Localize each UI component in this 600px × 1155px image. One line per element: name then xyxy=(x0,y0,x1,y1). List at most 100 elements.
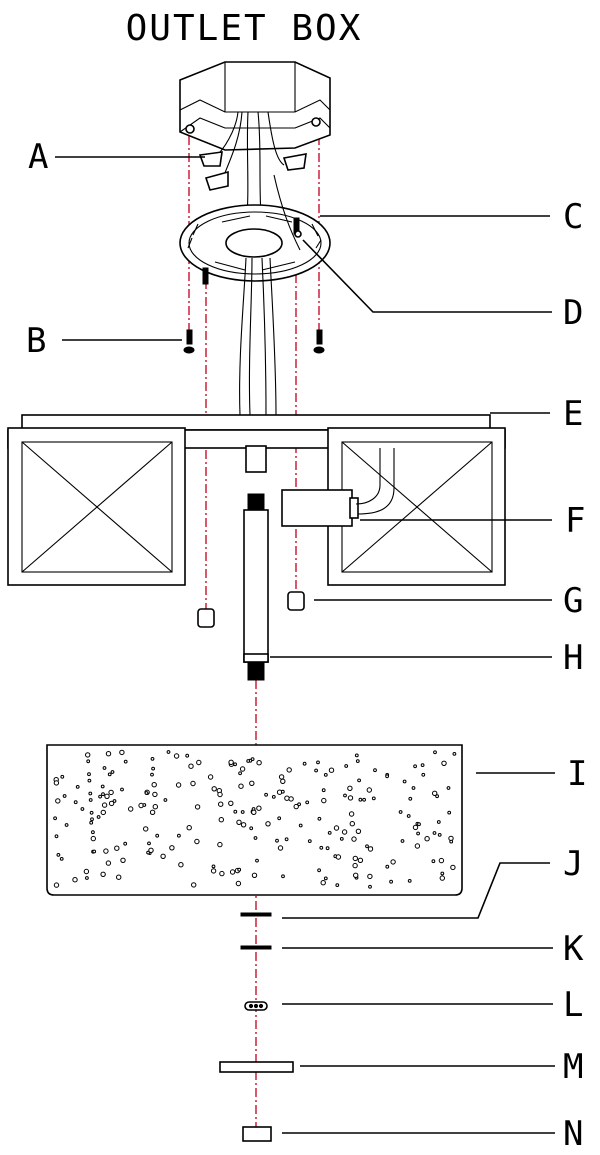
shade-speckle xyxy=(169,845,175,851)
shade-speckle xyxy=(406,814,411,818)
shade-speckle xyxy=(323,876,328,881)
shade-speckle xyxy=(237,867,242,872)
shade-speckle xyxy=(217,841,223,848)
diagram-title: OUTLET BOX xyxy=(126,8,363,49)
shade-speckle xyxy=(389,879,394,884)
shade-speckle xyxy=(431,859,436,864)
shade-speckle xyxy=(146,850,151,855)
shade-speckle xyxy=(101,802,108,808)
shade-speckle xyxy=(284,837,289,842)
shade-speckle xyxy=(277,816,282,821)
shade-speckle xyxy=(91,830,95,835)
shade-speckle xyxy=(59,857,64,861)
shade-speckle xyxy=(120,787,124,792)
shade-speckle xyxy=(60,774,65,779)
threaded-rod xyxy=(243,493,269,681)
label-c: C xyxy=(563,197,583,237)
shade-speckle xyxy=(293,803,299,810)
label-k: K xyxy=(563,929,584,969)
shade-speckle xyxy=(398,810,403,814)
shade-speckle xyxy=(89,810,94,815)
shade-speckle xyxy=(191,882,197,888)
shade-speckle xyxy=(414,843,421,849)
shade-speckle xyxy=(347,785,353,791)
shade-texture xyxy=(53,749,457,889)
shade-speckle xyxy=(452,752,457,756)
shade-speckle xyxy=(251,809,257,815)
shade-speckle xyxy=(416,831,421,836)
shade-speckle xyxy=(240,810,245,814)
shade-speckle xyxy=(357,857,364,863)
washer-k xyxy=(240,945,272,950)
shade-speckle xyxy=(320,880,326,886)
shade-speckle xyxy=(317,816,322,821)
part-labels: A B C D E F G H I J K L M N xyxy=(26,137,587,1154)
finial-plate-m xyxy=(219,1061,294,1073)
shade-speckle xyxy=(413,764,418,769)
shade-speckle xyxy=(235,880,242,887)
green-ground-screw xyxy=(294,230,302,238)
shade-speckle xyxy=(275,838,279,843)
shade-speckle xyxy=(104,793,110,799)
shade-speckle xyxy=(92,849,97,854)
mounting-screw-right xyxy=(316,329,323,345)
shade-speckle xyxy=(120,857,126,863)
shade-speckle xyxy=(314,768,319,773)
shade-speckle xyxy=(271,795,276,799)
label-i: I xyxy=(567,754,587,794)
shade-speckle xyxy=(351,836,357,842)
shade-speckle xyxy=(64,823,69,827)
shade-speckle xyxy=(62,794,67,798)
shade-speckle xyxy=(365,844,369,849)
shade-speckle xyxy=(436,820,441,824)
shade-speckle xyxy=(355,759,360,763)
shade-speckle xyxy=(119,749,125,756)
shade-speckle xyxy=(424,836,430,842)
box-screw-hole-right xyxy=(311,117,321,127)
shade-speckle xyxy=(207,774,214,780)
shade-speckle xyxy=(72,877,78,883)
shade-speckle xyxy=(400,839,405,843)
shade-speckle xyxy=(433,750,437,755)
shade-speckle xyxy=(355,828,362,834)
shade-speckle xyxy=(302,761,307,766)
shade-speckle xyxy=(90,817,94,822)
plate-screws xyxy=(202,217,302,285)
shade-speckle xyxy=(307,839,312,843)
shade-speckle xyxy=(108,789,114,796)
shade-speckle xyxy=(408,796,413,801)
shade-speckle xyxy=(89,820,94,825)
shade-speckle xyxy=(218,801,224,807)
shade-speckle xyxy=(407,879,412,883)
shade-speckle xyxy=(353,872,359,878)
shade-speckle xyxy=(265,821,271,827)
label-m: M xyxy=(563,1047,583,1087)
shade-speckle xyxy=(264,792,269,797)
shade-speckle xyxy=(367,873,373,880)
shade-speckle xyxy=(280,778,286,784)
shade-speckle xyxy=(85,752,91,758)
shade-speckle xyxy=(441,760,447,766)
shade-speckle xyxy=(53,882,60,888)
label-j: J xyxy=(563,844,583,884)
shade-speckle xyxy=(87,778,92,783)
shade-speckle xyxy=(371,796,376,801)
shade-speckle xyxy=(333,825,340,831)
shade-speckle xyxy=(297,802,302,807)
shade-speckle xyxy=(196,759,202,766)
shade-speckle xyxy=(101,792,105,797)
shade-speckle xyxy=(150,772,154,777)
shade-speckle xyxy=(228,759,234,765)
shade-speckle xyxy=(188,763,194,769)
washer-j xyxy=(240,912,272,917)
shade-speckle xyxy=(105,751,112,757)
shade-speckle xyxy=(151,782,157,788)
shade-speckle xyxy=(362,797,367,802)
shade-speckle xyxy=(335,883,340,887)
center-nipple-socket xyxy=(245,445,267,473)
shade-speckle xyxy=(228,800,234,806)
label-a: A xyxy=(28,137,48,177)
shade-speckle xyxy=(211,864,216,869)
wire-nuts xyxy=(198,151,307,191)
